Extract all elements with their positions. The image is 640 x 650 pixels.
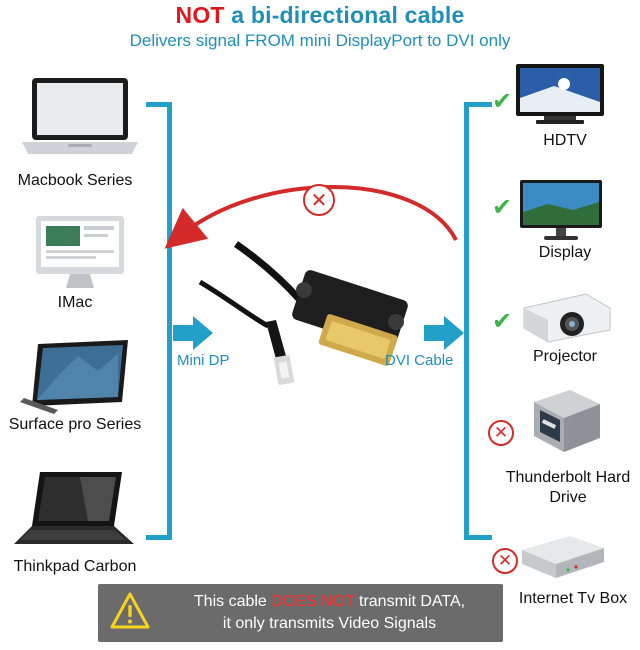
tv-box-icon	[522, 536, 604, 578]
imac-icon	[36, 216, 124, 288]
projector-icon	[523, 293, 611, 343]
left-bracket-vertical	[167, 102, 172, 540]
right-bracket-vertical	[464, 102, 469, 540]
warning-triangle-icon	[110, 592, 150, 629]
reverse-direction-arrow	[164, 185, 458, 249]
tv-icon	[516, 64, 604, 124]
warning-highlight: DOES NOT	[271, 593, 355, 610]
warning-line-2: it only transmits Video Signals	[222, 615, 437, 632]
warning-banner: This cable DOES NOT transmit DATA, it on…	[98, 584, 503, 642]
reverse-blocked-icon: ✕	[303, 184, 335, 216]
output-port-label: DVI Cable	[385, 352, 454, 369]
check-icon: ✔	[492, 194, 513, 221]
warning-post: transmit DATA,	[354, 593, 466, 610]
source-label-imac: IMac	[57, 294, 93, 311]
right-bracket-bottom	[464, 535, 492, 540]
input-arrow-icon	[173, 316, 213, 350]
warning-pre: This cable	[193, 593, 272, 610]
check-icon: ✔	[492, 88, 513, 115]
check-icon: ✔	[492, 308, 513, 335]
left-bracket-bottom	[146, 535, 172, 540]
page-title: NOT a bi-directional cable	[0, 2, 640, 29]
warning-line-1: This cable DOES NOT transmit DATA,	[162, 591, 497, 613]
target-label-display: Display	[538, 244, 592, 261]
warning-text: This cable DOES NOT transmit DATA, it on…	[162, 591, 497, 635]
input-port-label: Mini DP	[177, 352, 230, 369]
source-label-macbook: Macbook Series	[17, 172, 133, 189]
laptop-icon	[14, 472, 134, 544]
target-label-projector: Projector	[532, 348, 598, 365]
output-arrow-icon	[424, 316, 464, 350]
title-emphasis: NOT	[175, 2, 225, 28]
target-label-hdtv: HDTV	[543, 132, 587, 149]
source-label-thinkpad: Thinkpad Carbon	[13, 558, 137, 575]
page-subtitle: Delivers signal FROM mini DisplayPort to…	[129, 31, 511, 50]
tablet-icon	[20, 340, 128, 414]
not-supported-icon: ✕	[488, 420, 514, 446]
not-supported-icon: ✕	[492, 548, 518, 574]
target-label-thunderbolt: Thunderbolt Hard Drive	[505, 469, 631, 506]
laptop-icon	[22, 78, 138, 154]
target-label-tv-box: Internet Tv Box	[518, 590, 628, 607]
right-bracket-top	[464, 102, 492, 107]
title-rest: a bi-directional cable	[224, 2, 465, 28]
monitor-icon	[520, 180, 602, 240]
hard-drive-icon	[534, 390, 600, 452]
source-label-surface: Surface pro Series	[8, 416, 142, 433]
left-bracket-top	[146, 102, 172, 107]
